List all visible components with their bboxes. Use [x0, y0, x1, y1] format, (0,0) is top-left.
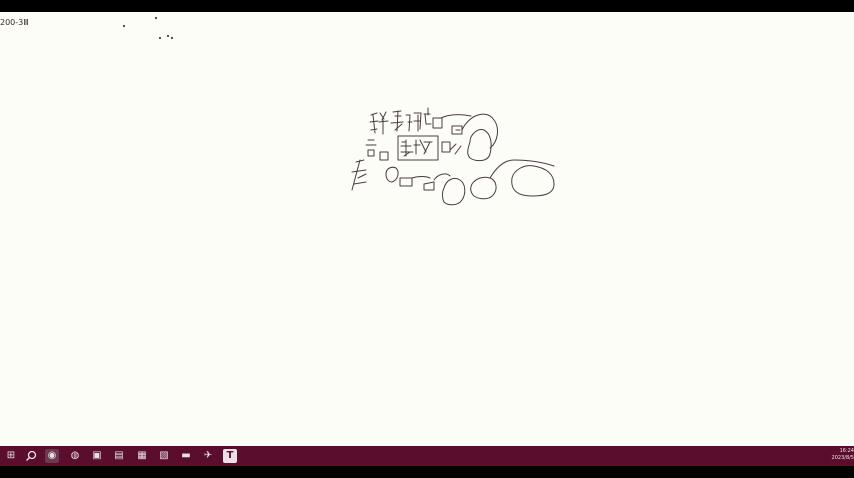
- handwriting-bottom-row: [351, 159, 555, 206]
- app-icon-5[interactable]: ▧: [159, 450, 169, 461]
- windows-start-icon[interactable]: ⊞: [6, 450, 16, 461]
- app-icon-1[interactable]: ◉: [45, 449, 59, 463]
- clock-time: 16:24: [839, 448, 854, 454]
- ink-speck: [166, 34, 170, 38]
- edge-browser-icon[interactable]: ◍: [70, 450, 80, 461]
- ink-speck: [170, 36, 174, 40]
- handwriting-top-row: [369, 107, 498, 149]
- handwriting-ink: [122, 16, 555, 206]
- app-icon-4[interactable]: ▦: [137, 450, 147, 461]
- taskbar: ⊞ ◉ ◍ ▣ ▤ ▦ ▧ ▬ ✈ T 16:24 2023/8/5: [0, 446, 854, 466]
- ink-speck: [154, 16, 158, 20]
- app-icon-6[interactable]: ✈: [203, 450, 213, 461]
- app-icon-t[interactable]: T: [223, 449, 237, 463]
- screen-bottom-border: [0, 466, 854, 478]
- clock-date: 2023/8/5: [831, 455, 854, 461]
- ink-speck: [158, 36, 162, 40]
- search-icon[interactable]: [24, 449, 38, 463]
- page-label: 200-3Ⅲ: [0, 18, 29, 27]
- app-icon-2[interactable]: ▣: [92, 450, 102, 461]
- ink-speck: [122, 24, 126, 28]
- app-icon-3[interactable]: ▤: [114, 450, 124, 461]
- drawing-canvas[interactable]: 200-3Ⅲ: [0, 12, 854, 446]
- file-explorer-icon[interactable]: ▬: [181, 450, 191, 461]
- system-clock[interactable]: 16:24 2023/8/5: [824, 448, 854, 462]
- handwriting-middle-row: [365, 129, 492, 162]
